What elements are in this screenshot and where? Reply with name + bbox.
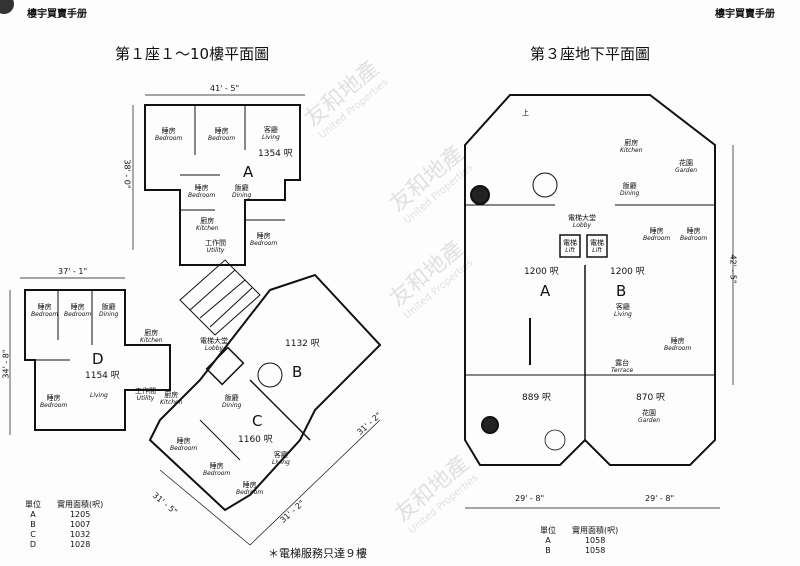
dimension-lines (9, 94, 734, 546)
dim-d-height: 34' - 8" (1, 349, 11, 379)
unit-c-label: C (252, 412, 263, 430)
header-left: 樓宇買賣手册 (27, 9, 87, 20)
unit-a-outline (144, 104, 301, 266)
unit-a-garden-area: 889 呎 (522, 393, 552, 403)
left-plan-title: 第１座１～10樓平面圖 (115, 45, 270, 63)
staircase (179, 259, 261, 336)
scan-smudge (0, 0, 14, 14)
table-header: 單位 (25, 500, 41, 509)
unit-a-area: 1200 呎 (524, 267, 559, 277)
unit-a-area: 1354 呎 (258, 149, 293, 159)
unit-b-label: B (616, 282, 627, 300)
unit-d-label: D (92, 350, 104, 368)
table-header: 單位 (540, 526, 556, 535)
unit-bc-outline (148, 273, 382, 512)
lift-note: ＊電梯服務只達９樓 (268, 547, 367, 560)
table-header: 實用面積(呎) (57, 500, 104, 509)
dim-a-width: 41' - 5" (210, 84, 240, 93)
unit-b-garden-area: 870 呎 (636, 393, 666, 403)
room-label: Living (90, 392, 108, 399)
stairs-up-label: 上 (522, 109, 529, 117)
unit-a-label: A (243, 163, 254, 181)
unit-a-label: A (540, 282, 551, 300)
unit-d-outline (24, 289, 171, 431)
unit-b-area: 1132 呎 (285, 339, 320, 349)
dim-a-width: 29' - 8" (515, 494, 545, 503)
dim-height: 42' - 5" (728, 254, 738, 284)
unit-c-area: 1160 呎 (238, 435, 273, 445)
table-header: 實用面積(呎) (572, 526, 619, 535)
dim-a-height: 38' - 0" (122, 159, 132, 189)
unit-b-label: B (292, 363, 303, 381)
dim-b-width: 29' - 8" (645, 494, 675, 503)
header-right: 樓宇買賣手册 (715, 9, 775, 20)
unit-b-area: 1200 呎 (610, 267, 645, 277)
dim-d-width: 37' - 1" (58, 267, 88, 276)
block3-outline (464, 94, 716, 466)
unit-d-area: 1154 呎 (85, 371, 120, 381)
right-plan-title: 第３座地下平面圖 (530, 45, 651, 63)
